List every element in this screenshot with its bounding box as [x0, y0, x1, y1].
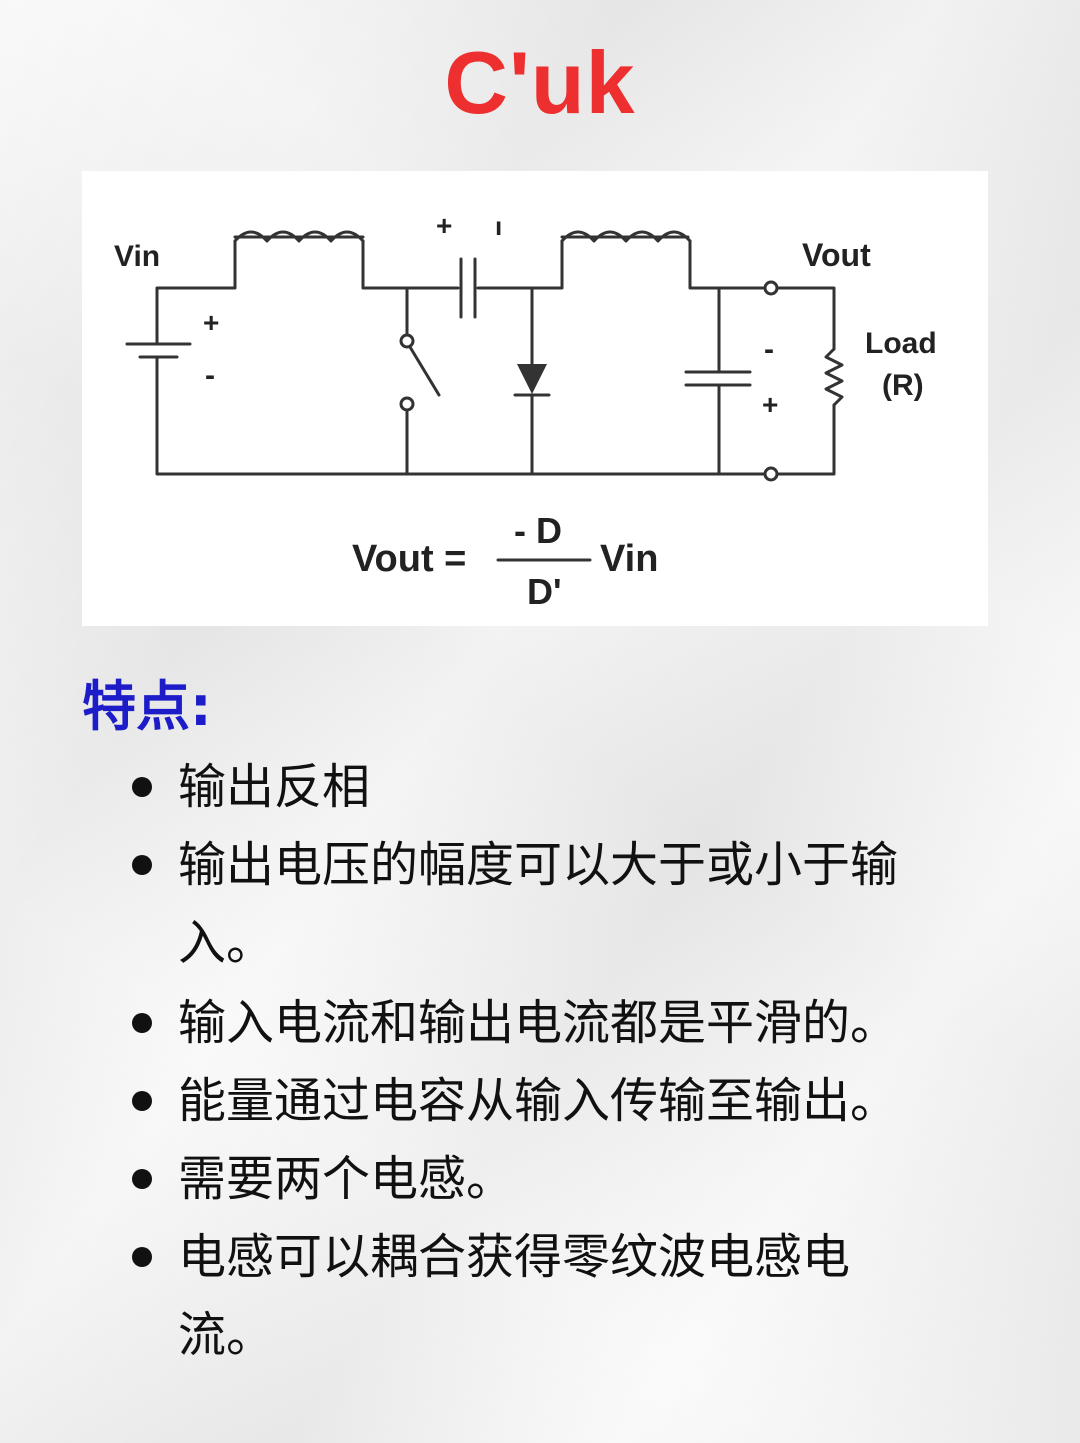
inductor-2 — [560, 230, 692, 243]
feature-item: 输出反相 — [178, 748, 1018, 826]
wire-l2-to-out — [688, 239, 766, 290]
formula-numerator: - D — [514, 510, 562, 551]
source-minus-sign: - — [205, 359, 215, 392]
bullet-dot — [132, 1013, 152, 1033]
cuk-circuit-diagram: Vin Vout Load (R) + ı + - - + Vout = - D… — [82, 171, 988, 626]
bullet-dot — [132, 1091, 152, 1111]
output-terminal-bottom — [763, 466, 779, 482]
output-minus-sign: - — [764, 333, 774, 366]
wire-load-bottom — [777, 403, 836, 476]
wire-l1-to-cap — [361, 239, 460, 290]
formula-rhs: Vin — [600, 538, 658, 580]
feature-text-line: 输出反相 — [178, 759, 371, 815]
feature-text-line: 流。 — [178, 1307, 275, 1363]
cap-minus-sign: ı — [495, 211, 502, 241]
output-plus-sign: + — [762, 389, 778, 420]
wire-input-left — [155, 239, 237, 338]
switch-contact-bottom — [399, 396, 415, 412]
bullet-dot — [132, 1169, 152, 1189]
feature-text-line: 能量通过电容从输入传输至输出。 — [178, 1073, 899, 1129]
feature-item: 输出电压的幅度可以大于或小于输 入。 — [178, 826, 1018, 982]
diode-triangle — [517, 364, 547, 394]
output-terminal-top — [763, 280, 779, 296]
load-label: Load — [865, 327, 937, 360]
cap-plus-sign: + — [436, 210, 452, 241]
load-r-label: (R) — [882, 369, 924, 402]
bullet-dot — [132, 1247, 152, 1267]
wire-load-top — [777, 286, 836, 351]
features-heading: 特点: — [82, 675, 212, 738]
feature-text-line: 入。 — [178, 915, 275, 971]
page-title: C'uk — [444, 33, 636, 132]
inductor-1 — [233, 230, 365, 243]
feature-text-line: 需要两个电感。 — [178, 1151, 515, 1207]
feature-text-line: 电感可以耦合获得零纹波电感电 — [178, 1229, 851, 1285]
feature-item: 能量通过电容从输入传输至输出。 — [178, 1062, 1018, 1140]
formula-lhs: Vout = — [352, 538, 466, 580]
feature-item: 需要两个电感。 — [178, 1140, 1018, 1218]
circuit-schematic: Vin Vout Load (R) + ı + - - + Vout = - D… — [114, 210, 937, 612]
switch-blade — [408, 345, 441, 397]
feature-item: 电感可以耦合获得零纹波电感电 流。 — [178, 1218, 1018, 1374]
feature-text-line: 输入电流和输出电流都是平滑的。 — [178, 995, 899, 1051]
bullet-dot — [132, 855, 152, 875]
vin-label: Vin — [114, 240, 160, 273]
wire-cap-to-l2 — [476, 239, 564, 290]
wire-bottom-rail — [155, 362, 766, 476]
formula-denominator: D' — [527, 571, 562, 612]
vout-label: Vout — [802, 237, 871, 273]
switch-contact-top — [399, 333, 415, 349]
source-plus-sign: + — [203, 307, 219, 338]
feature-item: 输入电流和输出电流都是平滑的。 — [178, 984, 1018, 1062]
bullet-dot — [132, 777, 152, 797]
feature-text-line: 输出电压的幅度可以大于或小于输 — [178, 837, 899, 893]
load-resistor — [824, 347, 844, 407]
